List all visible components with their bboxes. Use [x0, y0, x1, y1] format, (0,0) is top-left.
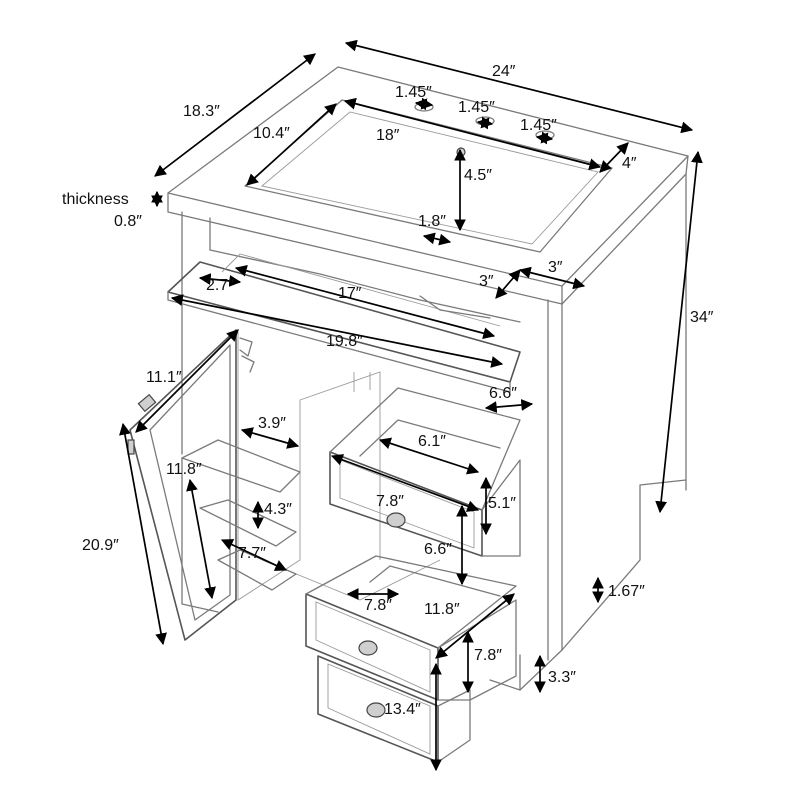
label-basin-edge: 4.5″ — [464, 167, 492, 184]
drawer2-knob-icon — [358, 640, 378, 656]
label-drawer1-front: 7.8″ — [376, 493, 404, 510]
label-hole3: 1.45″ — [520, 117, 557, 134]
dimension-arrows — [119, 39, 703, 772]
dim-arrow-depth — [154, 53, 316, 177]
dim-arrow-tray-depth — [198, 273, 242, 287]
label-thickness-value: 0.8″ — [114, 213, 142, 230]
dim-arrow-drawer2-depth — [435, 593, 515, 659]
dim-arrow-height — [655, 150, 703, 514]
label-side-a: 3″ — [479, 273, 494, 290]
label-tray-height: 6.6″ — [489, 385, 517, 402]
label-shelf-depth: 3.9″ — [258, 415, 286, 432]
label-drain: 1.8″ — [418, 213, 446, 230]
dim-arrow-width — [344, 39, 694, 134]
label-tray-inner: 17″ — [338, 285, 362, 302]
vanity-drawing — [127, 66, 689, 763]
label-shelf-gap: 4.3″ — [264, 501, 292, 518]
label-drawer2-side: 7.8″ — [474, 647, 502, 664]
label-door-width: 11.1″ — [146, 369, 182, 386]
label-door-shelf-height: 11.8″ — [166, 461, 202, 478]
dim-arrow-door-shelf-height — [186, 478, 216, 600]
label-door-height: 20.9″ — [82, 537, 119, 554]
label-toe-kick: 1.67″ — [608, 583, 645, 600]
label-shelf-width: 7.7″ — [238, 545, 266, 562]
label-hole1: 1.45″ — [395, 84, 432, 101]
label-back-edge: 4″ — [622, 155, 637, 172]
dim-arrow-shelf-depth — [240, 427, 300, 449]
label-drawer2-depth: 11.8″ — [424, 601, 460, 618]
dim-arrow-side-b — [518, 266, 586, 290]
label-depth: 18.3″ — [183, 103, 220, 120]
label-tray-outer: 19.8″ — [326, 333, 363, 350]
drawer3-knob-icon — [366, 702, 386, 718]
label-hole2: 1.45″ — [458, 99, 495, 116]
dim-arrow-drain — [422, 232, 452, 246]
label-drawer-stack: 13.4″ — [384, 701, 421, 718]
drain-icon — [456, 147, 466, 157]
dim-arrow-side-a — [495, 269, 521, 299]
label-width: 24″ — [492, 63, 516, 80]
drawer-open-top — [329, 387, 521, 557]
dim-arrow-tray-inner — [234, 264, 496, 340]
dim-arrow-basin-depth — [246, 103, 337, 186]
label-drawer1-inner: 6.1″ — [418, 433, 446, 450]
dim-arrow-basin-width — [343, 97, 602, 171]
label-drawer1-side: 5.1″ — [488, 495, 516, 512]
tilt-out-tray — [167, 253, 521, 393]
label-thickness-title: thickness — [62, 191, 129, 208]
dimension-labels: 24″ 18.3″ 34″ thickness 0.8″ 1.45″ 1.45″… — [62, 63, 714, 718]
label-height: 34″ — [690, 309, 714, 326]
drawer-open-middle — [305, 555, 517, 701]
label-drawer1-height: 6.6″ — [424, 541, 452, 558]
dim-arrow-door-width — [135, 329, 239, 433]
cabinet-interior — [237, 330, 441, 601]
dim-arrow-back-edge — [599, 142, 629, 173]
dim-arrow-drawer1-front — [330, 454, 480, 512]
dim-arrow-shelf-width — [220, 539, 288, 571]
label-side-b: 3″ — [548, 259, 563, 276]
label-base-height: 3.3″ — [548, 669, 576, 686]
label-drawer2-front: 7.8″ — [364, 597, 392, 614]
label-basin-depth: 10.4″ — [253, 125, 290, 142]
label-basin-width: 18″ — [376, 127, 400, 144]
label-tray-depth: 2.7″ — [206, 277, 234, 294]
dim-arrow-door-height — [119, 422, 167, 646]
drawer1-knob-icon — [386, 512, 406, 528]
dim-arrow-tray-height — [484, 399, 534, 413]
dim-arrow-tray-outer — [170, 294, 504, 368]
